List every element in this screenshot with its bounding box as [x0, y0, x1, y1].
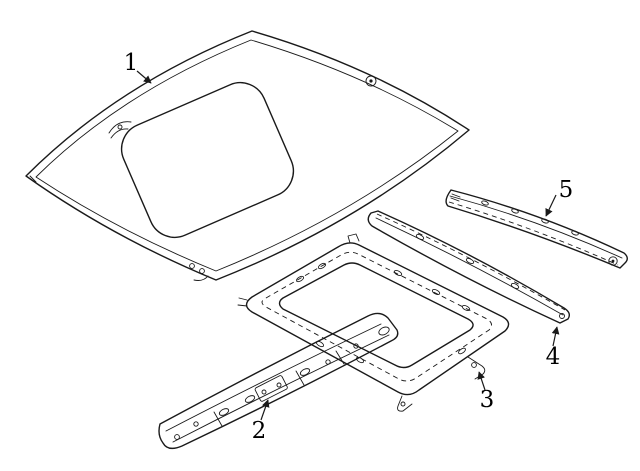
part-front-header-panel [158, 312, 399, 450]
frame-weld-flange [261, 251, 492, 382]
callout-1-leader [136, 70, 152, 84]
frame-bottom-tab [397, 395, 413, 412]
callout-2-leader [260, 399, 270, 421]
callout-3: 3 [477, 371, 495, 413]
opening-bracket [108, 121, 132, 139]
callout-5-leader [545, 194, 557, 217]
callout-2-label: 2 [252, 418, 267, 444]
rear-rail-outline [367, 210, 571, 324]
roof-bow-end-hole [608, 256, 618, 266]
callout-4-label: 4 [546, 344, 561, 370]
frame-side-bracket [467, 356, 486, 380]
roof-outer-outline [25, 30, 470, 281]
callout-2: 2 [252, 399, 270, 444]
part-sunroof-frame [237, 233, 510, 412]
roof-bow-details [450, 193, 618, 266]
header-outline [158, 312, 399, 450]
roof-bow-outline [445, 189, 628, 269]
callout-4-leader [551, 326, 560, 347]
part-roof-panel [25, 30, 470, 281]
sunroof-opening [120, 81, 295, 239]
frame-details [237, 233, 486, 412]
antenna-grommet-hole [365, 75, 377, 87]
header-bracket [254, 375, 288, 402]
callout-1-label: 1 [124, 50, 139, 76]
roof-details [29, 75, 377, 281]
roof-inner-outline [35, 39, 459, 272]
callout-4: 4 [546, 326, 561, 370]
callout-5-label: 5 [559, 177, 574, 203]
part-rear-rail [367, 210, 571, 324]
rear-rail-details [415, 234, 565, 319]
frame-inner-opening [278, 262, 474, 369]
callout-5: 5 [545, 177, 574, 217]
callout-1: 1 [124, 50, 152, 84]
callout-3-leader [477, 371, 486, 391]
header-holes [174, 326, 390, 440]
part-roof-bow [445, 189, 628, 269]
callout-3-label: 3 [480, 387, 495, 413]
frame-outer-outline [245, 242, 510, 396]
